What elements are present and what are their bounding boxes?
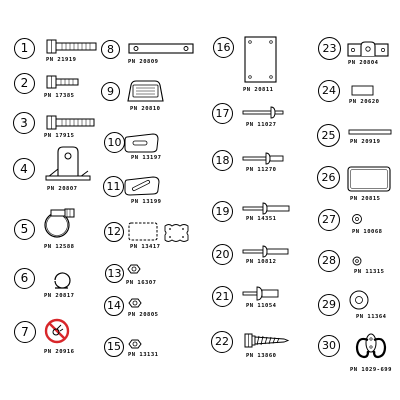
callout-20: 20 bbox=[212, 244, 233, 265]
callout-17: 17 bbox=[212, 103, 233, 124]
callout-12: 12 bbox=[104, 222, 124, 242]
part-number-28: PN 11315 bbox=[354, 269, 385, 275]
callout-23: 23 bbox=[318, 37, 341, 60]
part-number-5: PN 12588 bbox=[44, 244, 75, 250]
part-number-22: PN 13860 bbox=[246, 353, 277, 359]
callout-27: 27 bbox=[318, 209, 340, 231]
callout-8: 8 bbox=[101, 40, 120, 59]
part-number-11: PN 13199 bbox=[131, 199, 162, 205]
part-number-19: PN 14351 bbox=[246, 216, 277, 222]
part-number-24: PN 20620 bbox=[349, 99, 380, 105]
callout-30: 30 bbox=[318, 335, 340, 357]
part-number-10: PN 13197 bbox=[131, 155, 162, 161]
callout-18: 18 bbox=[212, 150, 233, 171]
part-number-17: PN 11027 bbox=[246, 122, 277, 128]
part-number-20: PN 10812 bbox=[246, 259, 277, 265]
part-number-2: PN 17385 bbox=[44, 93, 75, 99]
part-number-21: PN 11054 bbox=[246, 303, 277, 309]
part-number-8: PN 20809 bbox=[128, 59, 159, 65]
part-number-14: PN 20805 bbox=[128, 312, 159, 318]
part-number-26: PN 20815 bbox=[350, 196, 381, 202]
callout-28: 28 bbox=[318, 250, 340, 272]
part-number-13: PN 16307 bbox=[126, 280, 157, 286]
part-number-12: PN 13417 bbox=[130, 244, 161, 250]
part-number-30: PN 1029-699 bbox=[350, 367, 392, 373]
callout-5: 5 bbox=[14, 219, 35, 240]
callout-24: 24 bbox=[318, 80, 340, 102]
part-number-18: PN 11270 bbox=[246, 167, 277, 173]
callout-25: 25 bbox=[317, 124, 340, 147]
callout-22: 22 bbox=[211, 331, 233, 353]
part-number-6: PN 20817 bbox=[44, 293, 75, 299]
callout-21: 21 bbox=[212, 286, 233, 307]
callout-14: 14 bbox=[104, 296, 124, 316]
callout-4: 4 bbox=[13, 158, 35, 180]
callout-9: 9 bbox=[101, 82, 120, 101]
callout-15: 15 bbox=[104, 337, 124, 357]
callout-19: 19 bbox=[212, 201, 233, 222]
part-number-27: PN 10068 bbox=[352, 229, 383, 235]
part-number-16: PN 20811 bbox=[243, 87, 274, 93]
callout-13: 13 bbox=[105, 264, 124, 283]
callout-2: 2 bbox=[14, 73, 35, 94]
callout-3: 3 bbox=[13, 112, 35, 134]
part-number-9: PN 20810 bbox=[130, 106, 161, 112]
part-number-25: PN 20919 bbox=[350, 139, 381, 145]
part-number-23: PN 20804 bbox=[348, 60, 379, 66]
callout-7: 7 bbox=[14, 321, 36, 343]
callout-29: 29 bbox=[318, 294, 340, 316]
part-number-3: PN 17915 bbox=[44, 133, 75, 139]
callout-1: 1 bbox=[14, 38, 35, 59]
part-number-4: PN 20807 bbox=[47, 186, 78, 192]
callout-16: 16 bbox=[213, 37, 234, 58]
callout-11: 11 bbox=[103, 176, 124, 197]
part-number-1: PN 21919 bbox=[46, 57, 77, 63]
part-number-29: PN 11364 bbox=[356, 314, 387, 320]
part-number-7: PN 20916 bbox=[44, 349, 75, 355]
part-number-15: PN 13131 bbox=[128, 352, 159, 358]
callout-26: 26 bbox=[317, 166, 340, 189]
callout-6: 6 bbox=[14, 268, 35, 289]
